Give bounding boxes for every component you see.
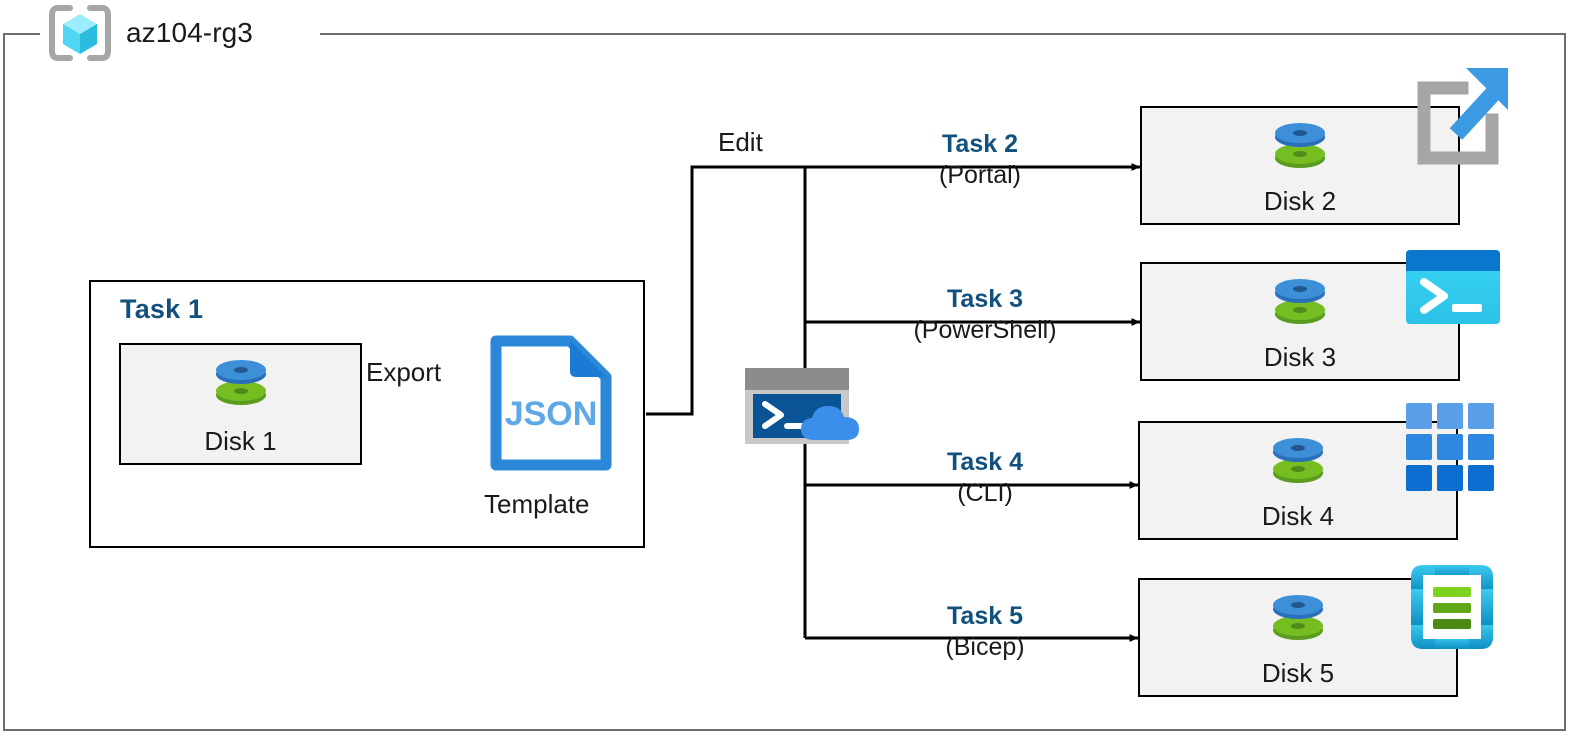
resource-group-name: az104-rg3 [126, 17, 253, 48]
edge-label-task-2: Task 2 (Portal) [880, 129, 1080, 191]
json-file-type-text: JSON [505, 395, 598, 433]
powershell-icon[interactable] [1406, 250, 1500, 324]
disk-icon [1270, 116, 1330, 172]
resource-caption-disk-5: Disk 5 [1261, 658, 1335, 688]
azure-portal-icon[interactable] [1404, 62, 1514, 170]
disk-icon [1268, 588, 1328, 644]
resource-box-disk-5[interactable]: Disk 5 [1138, 578, 1458, 697]
resource-box-disk-2[interactable]: Disk 2 [1140, 106, 1460, 225]
edge-task-name-3: Task 3 [947, 285, 1023, 313]
resource-group-header: az104-rg3 [48, 4, 253, 62]
edge-label-task-4: Task 4 (CLI) [885, 447, 1085, 509]
resource-caption-disk-2: Disk 2 [1263, 186, 1337, 216]
resource-caption-disk-3: Disk 3 [1263, 342, 1337, 372]
template-caption: Template [484, 489, 590, 519]
azure-cli-icon[interactable] [1406, 403, 1494, 491]
disk-icon [211, 353, 271, 409]
resource-caption-disk-1: Disk 1 [204, 426, 277, 456]
disk-icon [1270, 272, 1330, 328]
resource-caption-disk-4: Disk 4 [1261, 501, 1335, 531]
edge-tool-name-3: (PowerShell) [913, 316, 1057, 344]
disk-icon [1268, 431, 1328, 487]
azure-cloud-shell-icon[interactable] [743, 366, 867, 448]
edge-task-name-5: Task 5 [947, 602, 1023, 630]
edge-task-name-2: Task 2 [942, 130, 1018, 158]
edge-label-task-3: Task 3 (PowerShell) [860, 284, 1110, 346]
resource-box-disk-1[interactable]: Disk 1 [119, 343, 362, 465]
edge-tool-name-2: (Portal) [939, 161, 1021, 189]
bicep-icon[interactable] [1407, 561, 1497, 653]
task-1-label: Task 1 [120, 294, 204, 324]
resource-box-disk-4[interactable]: Disk 4 [1138, 421, 1458, 540]
edge-tool-name-5: (Bicep) [945, 633, 1025, 661]
edge-task-name-4: Task 4 [947, 448, 1023, 476]
edge-tool-name-4: (CLI) [957, 479, 1013, 507]
resource-group-frame [3, 33, 1566, 731]
edge-label-task-5: Task 5 (Bicep) [885, 601, 1085, 663]
edge-label-export: Export [366, 357, 442, 387]
json-file-icon[interactable]: JSON [490, 335, 612, 471]
edge-label-edit: Edit [718, 127, 763, 157]
azure-resource-group-icon [48, 4, 112, 62]
